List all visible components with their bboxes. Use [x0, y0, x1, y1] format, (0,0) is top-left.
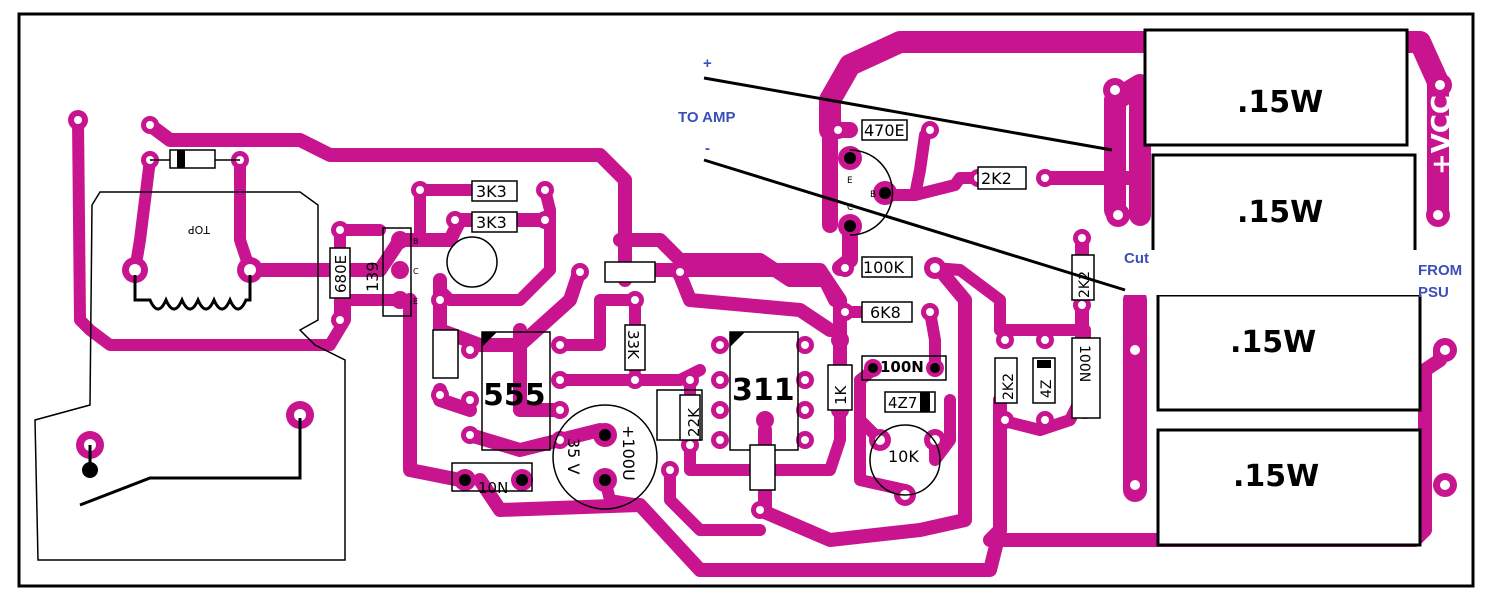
r-4z7-label: 4Z7	[888, 394, 917, 412]
c-35v-label: 35 V	[564, 438, 583, 474]
power-resistor-1-label: .15W	[1237, 85, 1323, 120]
r-3k3-a-label: 3K3	[476, 182, 507, 201]
r-100k-label: 100K	[863, 258, 905, 277]
r-2k2-top-label: 2K2	[981, 169, 1012, 188]
ic-311-notch	[730, 332, 745, 347]
r-2k2-v1-label: 2K2	[1001, 373, 1017, 400]
transistor-c-label: C	[847, 203, 853, 213]
vcc-pos-label: +VCC	[1427, 95, 1457, 175]
r-22k-label: 22K	[685, 407, 703, 437]
wire-minus	[703, 158, 1126, 292]
r-470e-label: 470E	[864, 121, 905, 140]
t-139-label: 139	[363, 261, 382, 292]
zener-band	[920, 392, 930, 412]
cut-gap	[1105, 250, 1415, 295]
ic-555-label: 555	[483, 378, 546, 413]
vcc-neg-label: -VCC	[1432, 381, 1462, 448]
z-4z-label: 4Z	[1039, 380, 1055, 399]
r-3k3-b-label: 3K3	[476, 213, 507, 232]
annotation-plus: +	[703, 55, 712, 72]
power-resistor-4-label: .15W	[1233, 459, 1319, 494]
c-10n-label: 10N	[478, 479, 508, 497]
annotation-to-amp: TO AMP	[678, 109, 736, 126]
power-resistor-2-label: .15W	[1237, 195, 1323, 230]
transistor-b-label: B	[870, 190, 876, 200]
annotation-cut: Cut	[1124, 250, 1149, 267]
r-1k-label: 1K	[832, 384, 850, 405]
r-2k2-right-label: 2K2	[1077, 271, 1093, 298]
t139-b-label: B	[413, 237, 419, 246]
pot-10k-label: 10K	[888, 447, 919, 466]
c-100u-label: +100U	[619, 425, 638, 481]
silkscreen	[34, 28, 1422, 561]
wire-plus	[703, 76, 1113, 152]
t139-e-label: E	[413, 297, 418, 306]
r-33k-label: 33K	[624, 330, 642, 360]
zener-4z-band	[1037, 360, 1051, 368]
c-100n-v-label: 100N	[1076, 345, 1092, 382]
transistor-e-label: E	[847, 176, 853, 186]
annotation-psu: PSU	[1418, 284, 1449, 301]
annotation-from: FROM	[1418, 262, 1462, 279]
diode-band	[177, 150, 185, 168]
t139-c-label: C	[413, 267, 419, 276]
annotation-minus: -	[705, 140, 710, 157]
power-resistor-3-label: .15W	[1230, 325, 1316, 360]
pad-holes	[74, 80, 1450, 514]
ic-555-notch	[482, 332, 497, 347]
r-680e-label: 680E	[332, 255, 350, 293]
r-6k8-label: 6K8	[870, 303, 901, 322]
c-100n-a-label: 100N	[880, 358, 924, 376]
cut-gap-right	[1415, 250, 1460, 295]
ic-311-label: 311	[732, 373, 795, 408]
coil-top-label: TOP	[188, 223, 211, 236]
